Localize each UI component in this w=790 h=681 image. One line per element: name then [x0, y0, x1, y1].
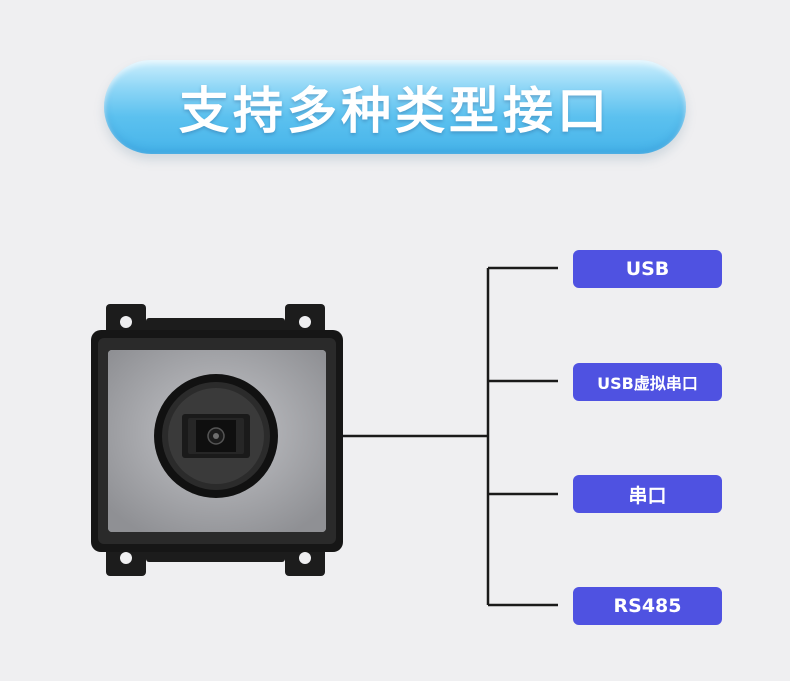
- title-banner: 支持多种类型接口: [104, 60, 686, 154]
- page-title: 支持多种类型接口: [179, 82, 611, 140]
- interface-rs485: RS485: [573, 587, 722, 625]
- interface-label: USB虚拟串口: [597, 374, 698, 393]
- scanner-module-icon: [91, 304, 343, 576]
- interface-usb: USB: [573, 250, 722, 288]
- interface-label: RS485: [613, 595, 682, 617]
- interface-label: USB: [625, 258, 670, 280]
- interface-label: 串口: [628, 484, 667, 507]
- interface-usb-virtual-serial: USB虚拟串口: [573, 363, 722, 401]
- interface-serial: 串口: [573, 475, 722, 513]
